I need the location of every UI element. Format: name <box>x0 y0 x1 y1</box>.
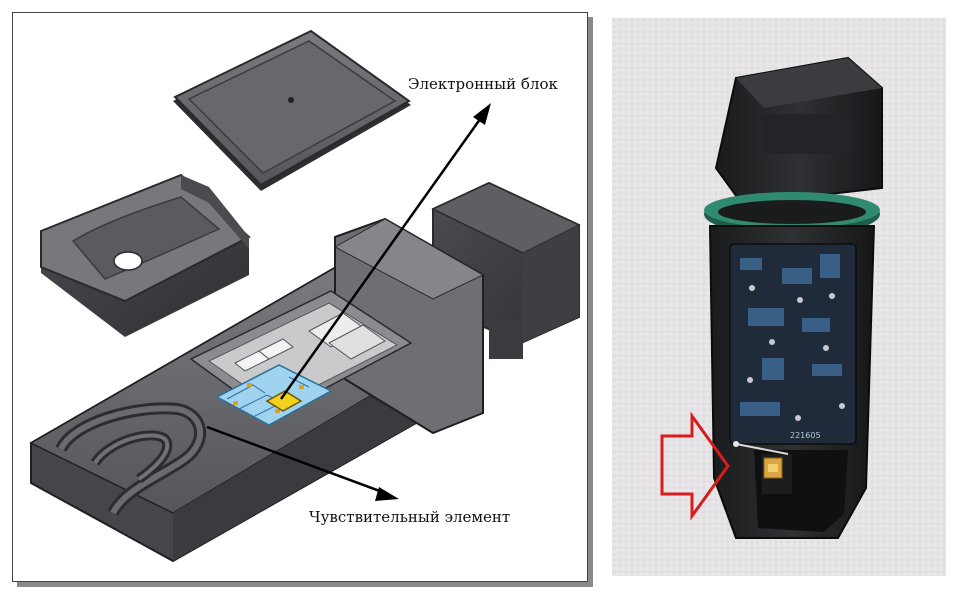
terminal-pins <box>234 312 386 372</box>
sensor-photo: 221605 <box>612 18 946 576</box>
electronic-unit-label: Электронный блок <box>408 75 558 93</box>
callout-arrow-sensing <box>206 425 399 501</box>
gasket-cover <box>40 173 251 337</box>
callout-arrow-electronic <box>279 103 491 400</box>
board-marking: 221605 <box>790 431 821 440</box>
cutaway-illustration <box>29 29 581 563</box>
sensor-photo-illustration: 221605 <box>612 18 946 576</box>
sensor-body: 221605 <box>708 225 876 539</box>
highlight-arrow <box>660 411 730 521</box>
connector-housing <box>714 56 883 206</box>
cover-plate <box>173 29 411 191</box>
sensing-element-label: Чувствительный элемент <box>309 508 511 526</box>
sensing-chip <box>265 390 303 412</box>
pcb-board <box>215 364 333 426</box>
sensor-cutaway-diagram: Электронный блок Чувствительный элемент <box>12 12 588 582</box>
circuit-board <box>729 243 857 445</box>
sensor-housing <box>29 217 485 563</box>
